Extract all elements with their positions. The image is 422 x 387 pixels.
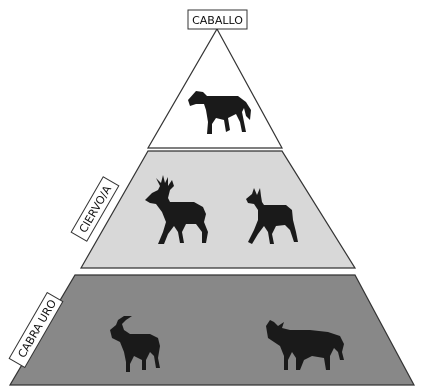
- top-label-text: CABALLO: [192, 14, 243, 27]
- tier-middle: [81, 151, 355, 268]
- tier-top: [148, 29, 282, 148]
- tier-bottom: [10, 275, 414, 385]
- top-label: CABALLO: [188, 10, 247, 29]
